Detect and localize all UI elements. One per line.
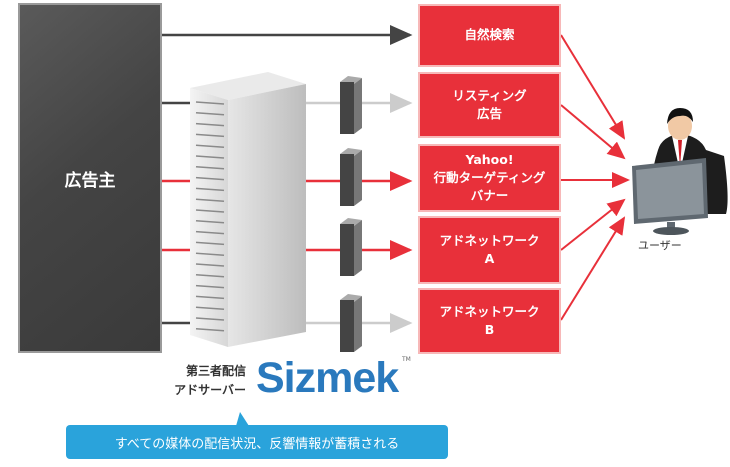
media-box-natural-search: 自然検索	[418, 4, 561, 67]
rack-slot	[195, 101, 225, 105]
advertiser-label: 広告主	[64, 170, 116, 191]
rack-slot	[195, 306, 225, 310]
media-box-yahoo-banner: Yahoo! 行動ターゲティング バナー	[418, 144, 561, 212]
user-at-computer-icon	[632, 108, 728, 235]
rack-slot	[195, 241, 225, 246]
rack-slot	[195, 144, 225, 148]
media-label-line: 行動ターゲティング	[433, 169, 546, 185]
rack-slot	[195, 220, 225, 224]
media-label-line: A	[484, 251, 495, 266]
rack-slot	[195, 295, 225, 300]
callout-tail	[236, 412, 249, 426]
rack-slot	[195, 155, 225, 159]
media-label-line: 自然検索	[464, 27, 515, 43]
media-label-line: バナー	[470, 188, 509, 204]
arrow-network-b-to-user	[560, 216, 626, 321]
rack-slot	[195, 122, 225, 127]
user-label: ユーザー	[638, 239, 682, 252]
rack-slot	[195, 284, 225, 289]
server-rack-icon	[190, 72, 306, 347]
rack-slot	[195, 317, 225, 321]
rack-slot	[195, 187, 225, 192]
rack-slot	[195, 274, 225, 278]
arrow-search-to-user	[560, 34, 626, 140]
small-server-icon-1	[340, 76, 362, 134]
media-label-line: Yahoo!	[465, 151, 514, 167]
rack-slot	[195, 166, 225, 170]
rack-slot	[195, 263, 225, 267]
small-server-icon-2	[340, 148, 362, 206]
media-box-ad-network-a: アドネットワーク A	[418, 216, 561, 284]
small-server-icon-4	[340, 294, 362, 352]
rack-slot	[195, 176, 225, 181]
callout-text: すべての媒体の配信状況、反響情報が蓄積される	[114, 436, 400, 452]
media-label-line: アドネットワーク	[439, 303, 540, 319]
media-box-ad-network-b: アドネットワーク B	[418, 288, 561, 354]
ad-server-label-line: 第三者配信	[185, 364, 246, 378]
rack-slot	[195, 112, 225, 116]
advertiser-box: 広告主	[18, 3, 162, 353]
rack-slot	[195, 209, 225, 213]
arrow-network-a-to-user	[560, 198, 626, 251]
sizmek-logo: Sizmek	[256, 354, 399, 402]
trademark-mark: TM	[402, 356, 411, 363]
rack-slot	[195, 198, 225, 202]
rack-slot	[195, 133, 225, 138]
rack-slot	[195, 328, 225, 332]
media-label-line: アドネットワーク	[439, 232, 540, 248]
ad-server-label-line: アドサーバー	[174, 382, 246, 397]
media-label-line: 広告	[476, 106, 502, 121]
media-label-line: B	[484, 322, 495, 337]
media-box-listing-ad: リスティング 広告	[418, 72, 561, 138]
ad-server-label: 第三者配信 アドサーバー	[160, 362, 246, 399]
rack-slot	[195, 252, 225, 256]
small-server-icon-3	[340, 218, 362, 276]
arrow-listing-to-user	[560, 104, 626, 160]
callout-bubble: すべての媒体の配信状況、反響情報が蓄積される	[66, 425, 448, 459]
rack-slot	[195, 230, 225, 235]
media-label-line: リスティング	[452, 87, 527, 103]
